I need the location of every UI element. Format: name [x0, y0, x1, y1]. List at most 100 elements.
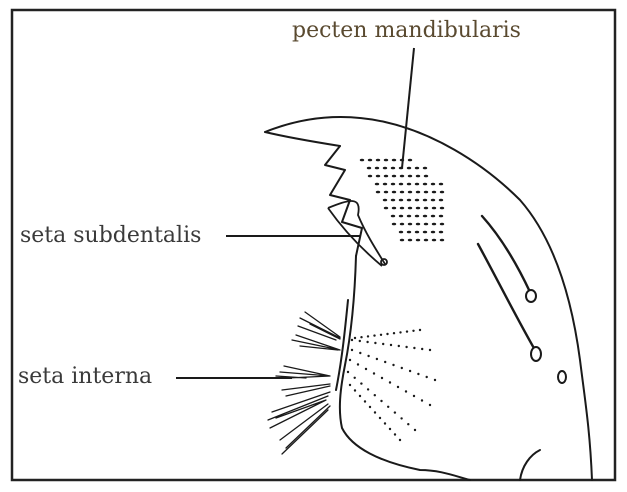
- pecten-dot: [392, 223, 396, 226]
- pecten-dot: [408, 175, 412, 178]
- interna-dot: [381, 377, 383, 379]
- interna-dot: [373, 334, 375, 336]
- pecten-mandibularis-dots: [360, 159, 444, 242]
- pecten-dot: [400, 223, 404, 226]
- label-seta-interna: seta interna: [18, 366, 152, 388]
- seta-interna-dots: [347, 329, 436, 441]
- pecten-dot: [416, 223, 420, 226]
- interna-dot: [359, 395, 361, 397]
- interna-dot: [401, 367, 403, 369]
- interna-dot: [398, 345, 400, 347]
- interna-dot: [413, 347, 415, 349]
- interna-dot: [399, 331, 401, 333]
- interna-dot: [405, 390, 407, 392]
- pecten-dot: [400, 207, 404, 210]
- interna-dot: [414, 429, 416, 431]
- interna-dot: [359, 352, 361, 354]
- pecten-dot: [400, 239, 404, 242]
- pecten-dot: [399, 183, 403, 186]
- pecten-dot: [431, 199, 435, 202]
- pecten-dot: [424, 239, 428, 242]
- groove-pores: [526, 290, 566, 383]
- interna-dot: [406, 330, 408, 332]
- pecten-dot: [408, 159, 412, 162]
- interna-dot: [400, 417, 402, 419]
- pecten-dot: [416, 191, 420, 194]
- interna-dot: [347, 371, 349, 373]
- pecten-dot: [439, 215, 443, 218]
- interna-dot: [374, 411, 376, 413]
- pecten-dot: [376, 159, 380, 162]
- pecten-dot: [431, 215, 435, 218]
- interna-dot: [409, 370, 411, 372]
- interna-dot: [351, 339, 353, 341]
- pecten-dot: [407, 199, 411, 202]
- pecten-dot: [407, 215, 411, 218]
- interna-dot: [379, 417, 381, 419]
- pecten-dot: [415, 183, 419, 186]
- interna-dot: [384, 422, 386, 424]
- interna-dot: [360, 336, 362, 338]
- seta-subdentalis-spike: [328, 201, 387, 266]
- pecten-dot: [423, 215, 427, 218]
- pecten-leader: [402, 48, 414, 168]
- interna-dot: [386, 333, 388, 335]
- interna-dot: [421, 399, 423, 401]
- pecten-dot: [384, 191, 388, 194]
- interna-dot: [367, 335, 369, 337]
- pecten-dot: [416, 175, 420, 178]
- pecten-dot: [432, 191, 436, 194]
- interna-dot: [429, 349, 431, 351]
- pecten-dot: [415, 167, 419, 170]
- interna-dot: [389, 381, 391, 383]
- pecten-dot: [383, 199, 387, 202]
- pecten-dot: [440, 239, 444, 242]
- pecten-dot: [376, 175, 380, 178]
- pecten-dot: [360, 159, 364, 162]
- pecten-dot: [424, 223, 428, 226]
- interna-dot: [434, 379, 436, 381]
- pecten-dot: [407, 167, 411, 170]
- pecten-dot: [408, 207, 412, 210]
- interna-dot: [417, 373, 419, 375]
- pecten-dot: [368, 159, 372, 162]
- pecten-dot: [399, 215, 403, 218]
- interna-dot: [359, 340, 361, 342]
- interna-dot: [380, 334, 382, 336]
- interna-dot: [349, 359, 351, 361]
- pecten-dot: [440, 207, 444, 210]
- pecten-dot: [440, 223, 444, 226]
- pecten-dot: [408, 191, 412, 194]
- pecten-dot: [399, 199, 403, 202]
- pecten-dot: [367, 167, 371, 170]
- interna-dot: [366, 341, 368, 343]
- pecten-dot: [392, 207, 396, 210]
- interna-dot: [354, 377, 356, 379]
- pecten-dot: [400, 191, 404, 194]
- interna-dot: [384, 361, 386, 363]
- pecten-dot: [416, 207, 420, 210]
- pecten-dot: [383, 183, 387, 186]
- pecten-dot: [375, 183, 379, 186]
- pecten-dot: [416, 239, 420, 242]
- interna-dot: [369, 406, 371, 408]
- pecten-dot: [423, 231, 427, 234]
- pecten-dot: [399, 231, 403, 234]
- pecten-dot: [415, 215, 419, 218]
- pecten-dot: [407, 183, 411, 186]
- interna-dot: [360, 382, 362, 384]
- interna-dot: [364, 400, 366, 402]
- interna-dot: [374, 342, 376, 344]
- pecten-dot: [391, 215, 395, 218]
- interna-dot: [354, 337, 356, 339]
- leader-lines: [176, 48, 414, 378]
- pecten-dot: [391, 183, 395, 186]
- label-pecten-mandibularis: pecten mandibularis: [292, 20, 521, 42]
- pecten-dot: [440, 191, 444, 194]
- pecten-dot: [392, 175, 396, 178]
- interna-dot: [374, 394, 376, 396]
- pecten-dot: [384, 207, 388, 210]
- pecten-dot: [432, 239, 436, 242]
- pecten-dot: [423, 199, 427, 202]
- mandible-outline: [265, 117, 592, 480]
